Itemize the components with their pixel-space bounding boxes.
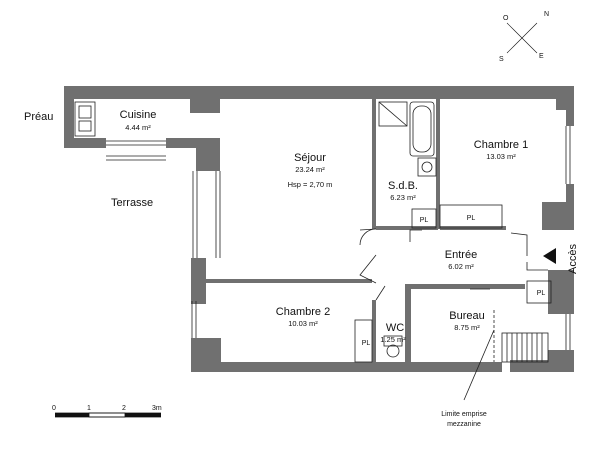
compass-n-label: N [544, 11, 549, 18]
living-room-area: 23.24 m² [295, 165, 325, 174]
scale-tick-0: 0 [52, 405, 56, 412]
kitchen-name: Cuisine [120, 109, 157, 121]
bedroom2-area: 10.03 m² [288, 319, 318, 328]
closet-label-chambre2: PL [362, 340, 371, 347]
living-room-name: Séjour [294, 152, 326, 164]
entrance-arrow-icon [543, 248, 556, 264]
compass-e-label: E [539, 53, 544, 60]
mezzanine-note-line2: mezzanine [447, 421, 481, 428]
acces-label: Accès [567, 244, 579, 274]
compass-s-label: S [499, 56, 504, 63]
office-area: 8.75 m² [454, 323, 480, 332]
bathroom-area: 6.23 m² [390, 193, 416, 202]
scale-tick-3: 3m [152, 405, 162, 412]
bedroom1-name: Chambre 1 [474, 139, 528, 151]
scale-bar: 0 1 2 3m [52, 405, 162, 418]
bathroom-name: S.d.B. [388, 180, 418, 192]
terrasse-label: Terrasse [111, 197, 153, 209]
staircase [501, 332, 549, 363]
entrance-area: 6.02 m² [448, 262, 474, 271]
mezzanine-note-line1: Limite emprise [441, 411, 487, 418]
scale-tick-1: 1 [87, 405, 91, 412]
closet-labels: PL PL PL PL [362, 215, 546, 347]
wc-area: 1.25 m² [380, 335, 406, 344]
compass-o-label: O [503, 15, 509, 22]
scale-tick-2: 2 [122, 405, 126, 412]
bedroom1-area: 13.03 m² [486, 152, 516, 161]
entrance-name: Entrée [445, 249, 477, 261]
room-labels: Cuisine 4.44 m² Séjour 23.24 m² Hsp = 2,… [120, 109, 529, 344]
kitchen-area: 4.44 m² [125, 123, 151, 132]
wc-name: WC [386, 322, 404, 334]
ceiling-height: Hsp = 2,70 m [288, 180, 333, 189]
closet-label-entree: PL [537, 290, 546, 297]
bedroom2-name: Chambre 2 [276, 306, 330, 318]
office-name: Bureau [449, 310, 484, 322]
closet-label-chambre1: PL [467, 215, 476, 222]
closet-label-sdb: PL [420, 217, 429, 224]
fixtures [74, 101, 571, 401]
preau-label: Préau [24, 111, 53, 123]
compass-rose: N E S O [499, 11, 549, 63]
